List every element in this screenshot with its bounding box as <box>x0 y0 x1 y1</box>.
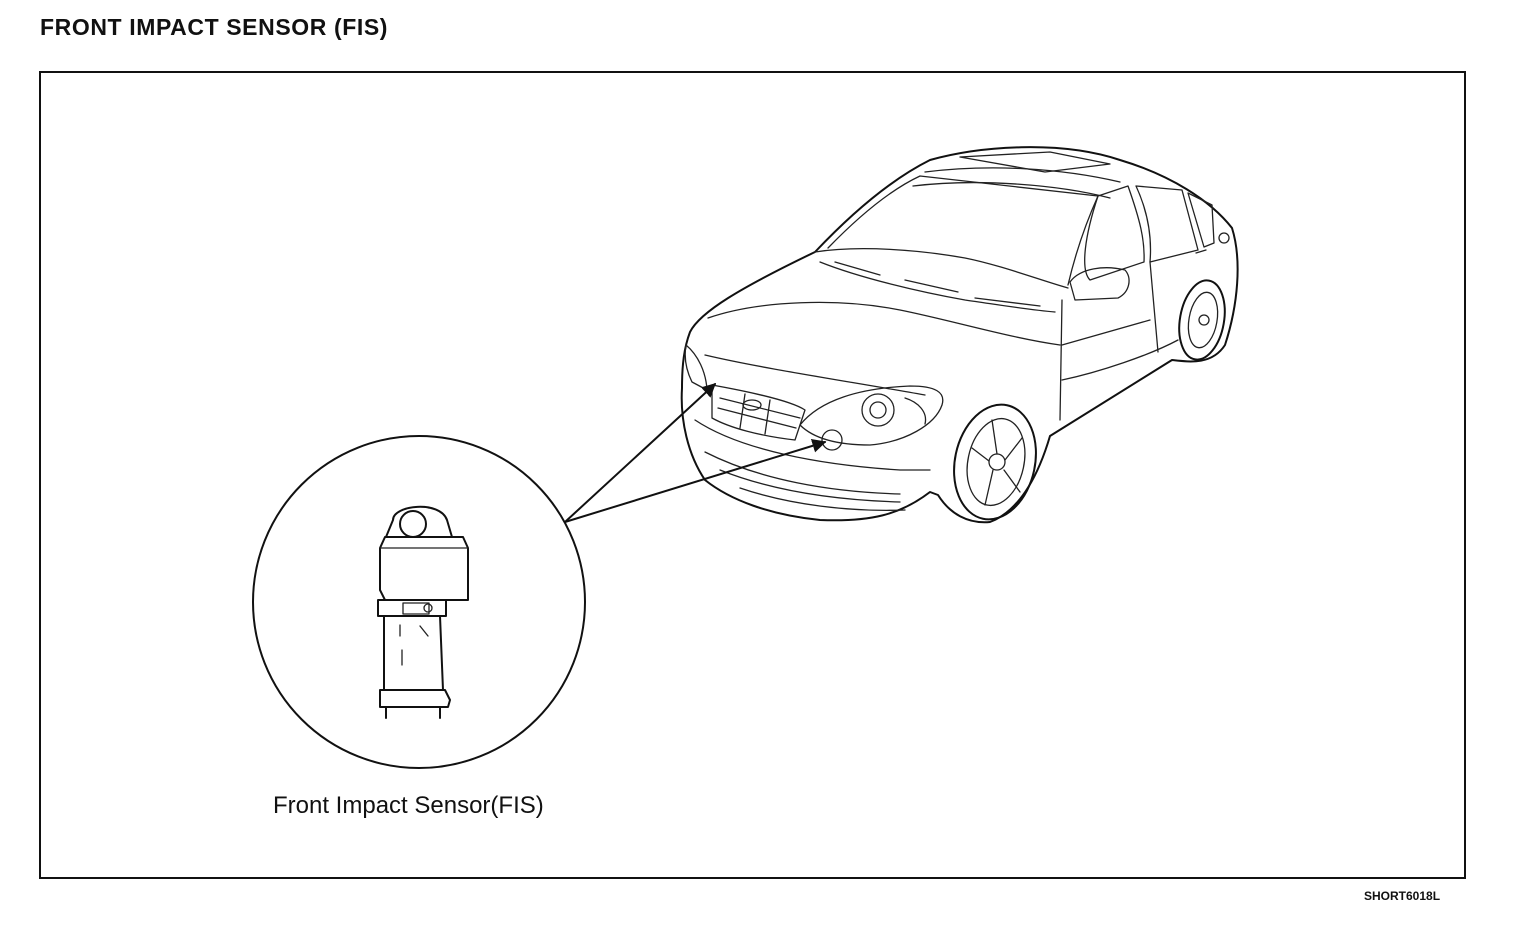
magnifier-circle <box>252 435 586 769</box>
leader-arrow-right-sensor <box>564 439 827 523</box>
page-title: FRONT IMPACT SENSOR (FIS) <box>40 14 389 40</box>
car-icon <box>680 146 1239 524</box>
illustration-frame <box>39 71 1466 879</box>
sensor-callout-label: Front Impact Sensor(FIS) <box>273 792 544 819</box>
leader-arrow-left-sensor <box>564 383 717 523</box>
figure-code: SHORT6018L <box>1364 889 1441 903</box>
front-impact-sensor-icon <box>377 505 469 719</box>
